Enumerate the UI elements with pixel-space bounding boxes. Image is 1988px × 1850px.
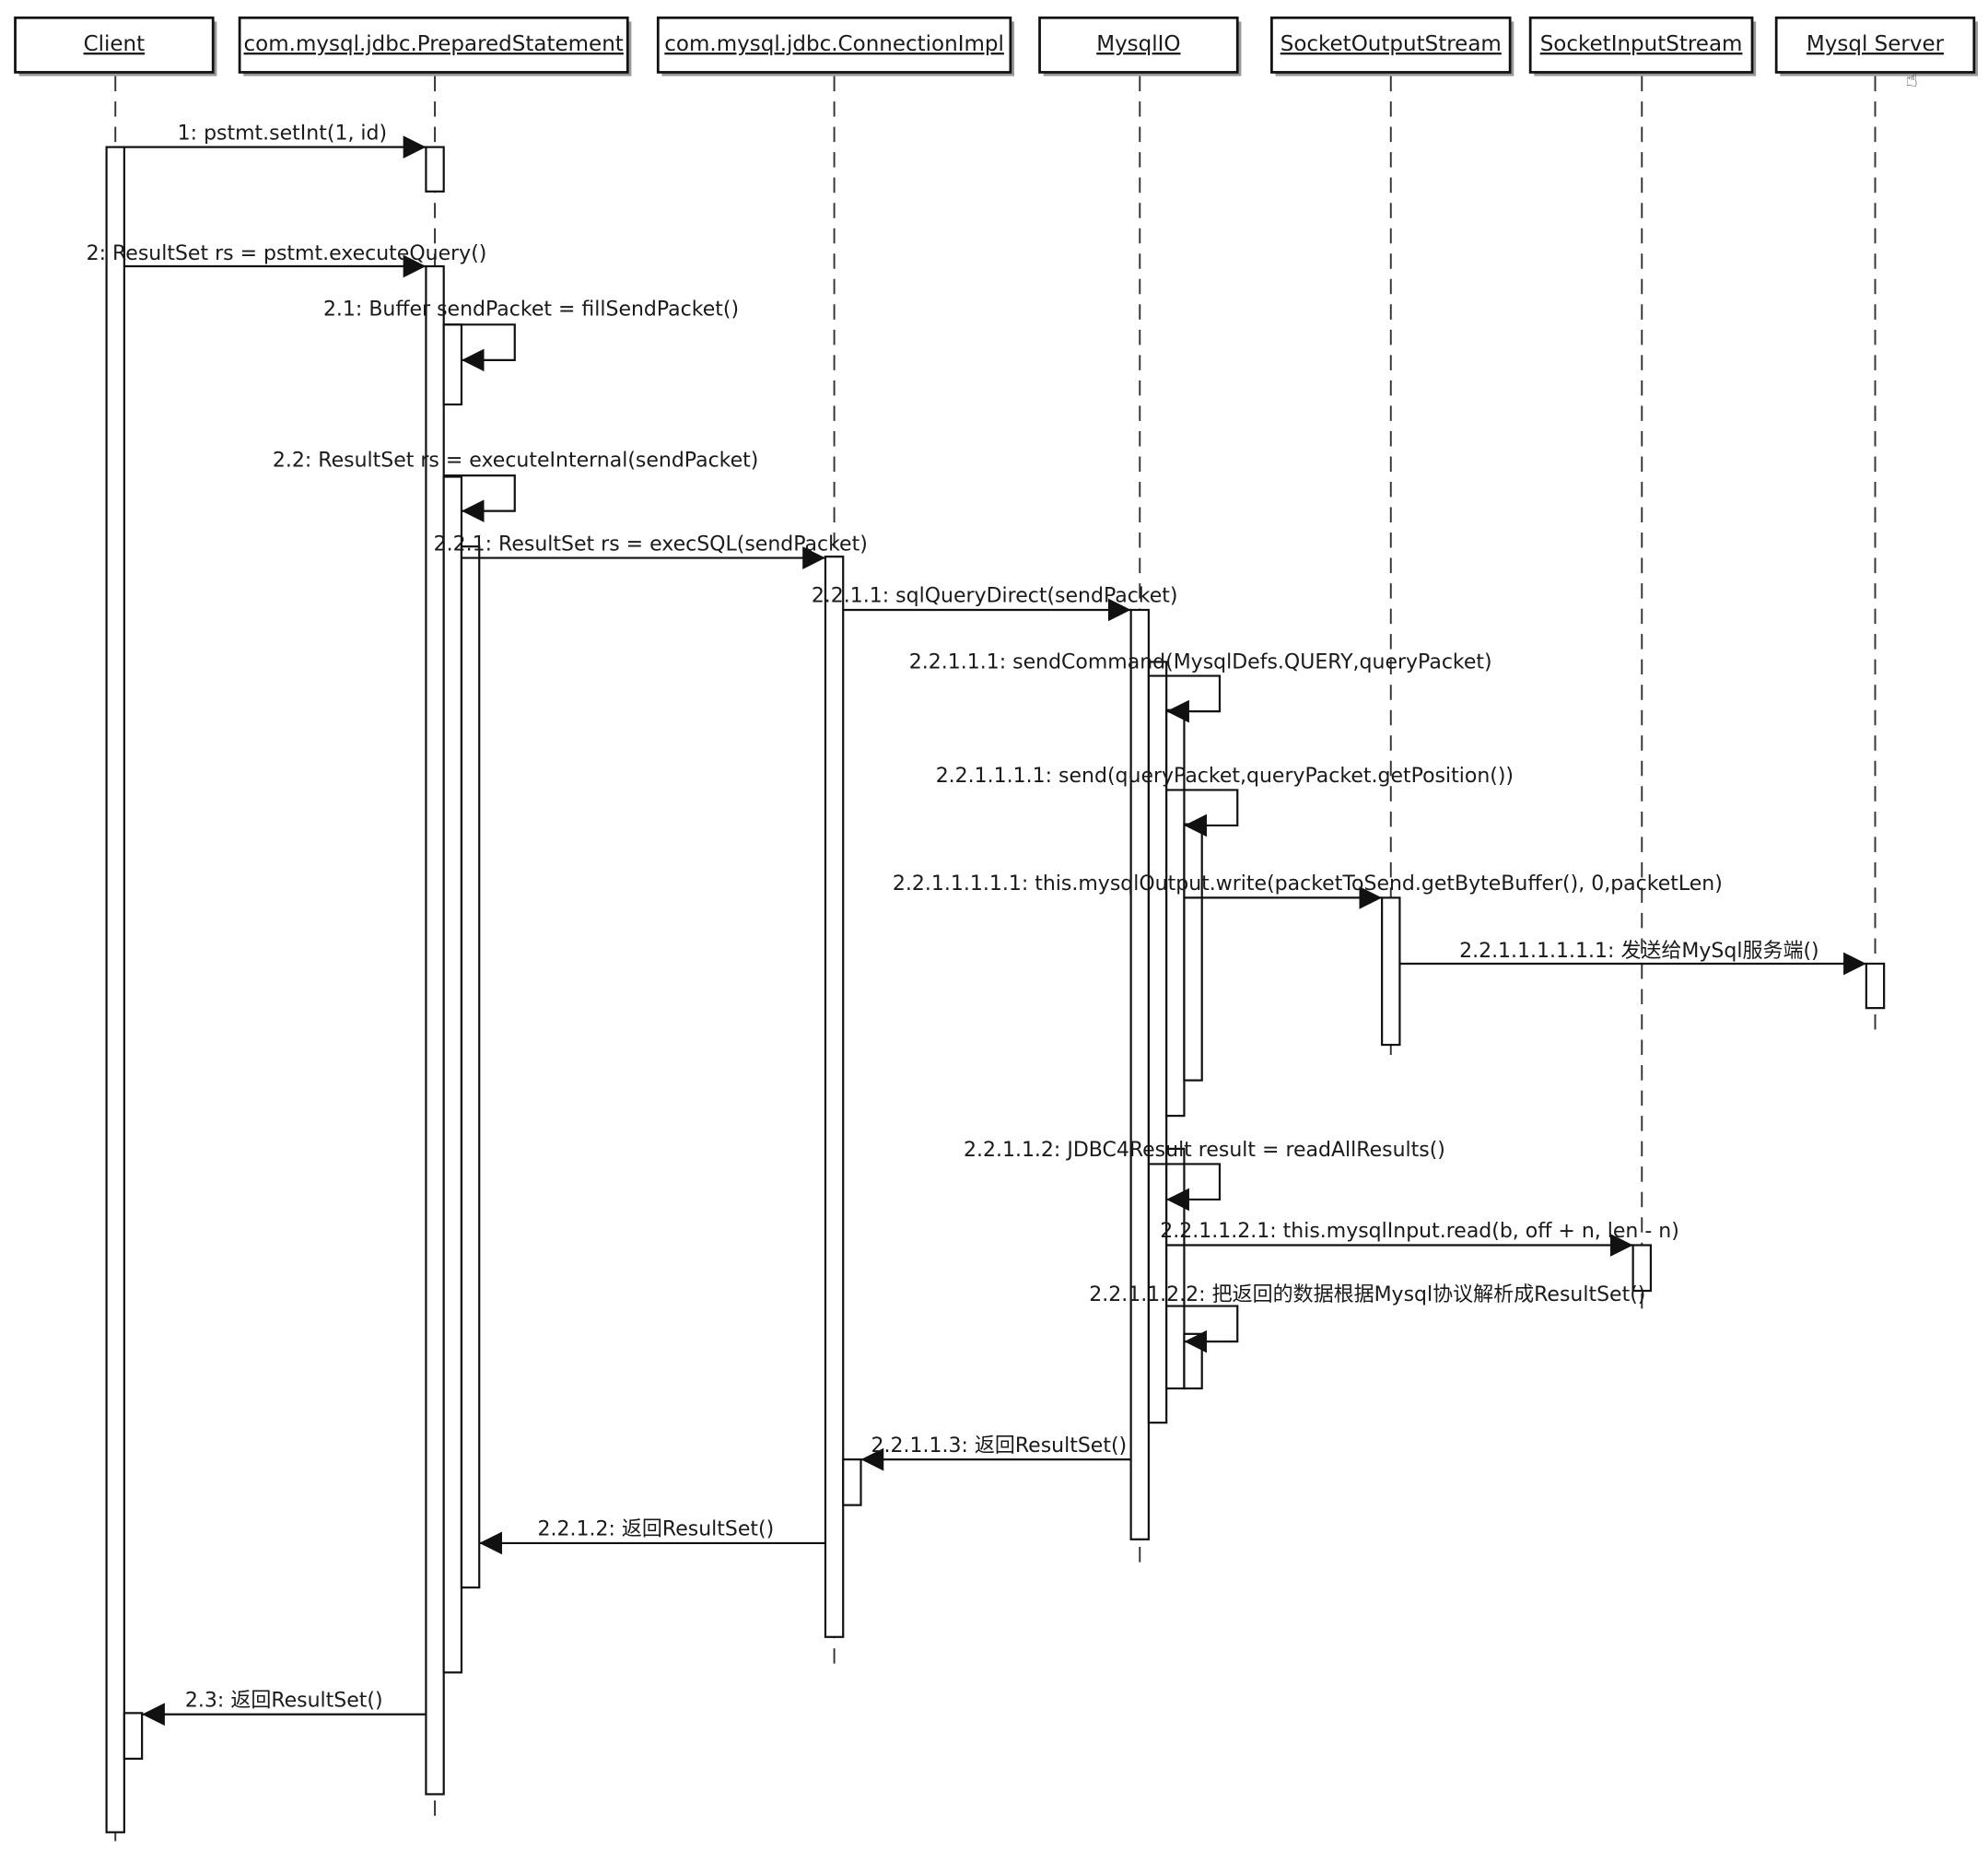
message-label: 2.2.1.1.1: sendCommand(MysqlDefs.QUERY,q… — [909, 650, 1492, 673]
message-6: 2.2.1.1: sqlQueryDirect(sendPacket) — [812, 585, 1178, 622]
activation-bar — [1165, 1147, 1186, 1390]
activation-bar — [824, 556, 845, 1638]
message-label: 2.1: Buffer sendPacket = fillSendPacket(… — [323, 299, 739, 322]
message-5: 2.2.1: ResultSet rs = execSQL(sendPacket… — [434, 533, 868, 569]
activation-bar — [425, 264, 445, 1796]
participant-sos: SocketOutputStream — [1270, 16, 1514, 76]
activation-bar — [123, 1712, 144, 1760]
message-label: 2.2: ResultSet rs = executeInternal(send… — [273, 449, 758, 472]
participant-sis: SocketInputStream — [1528, 16, 1757, 76]
message-9: 2.2.1.1.1.1.1: this.mysqlOutput.write(pa… — [893, 872, 1723, 909]
activation-bar — [1183, 823, 1203, 1082]
participant-headers: Client com.mysql.jdbc.PreparedStatement co… — [14, 16, 1978, 92]
message-15: 2.2.1.2: 返回ResultSet() — [479, 1518, 825, 1555]
message-label: 2.2.1.1.2.1: this.mysqlInput.read(b, off… — [1160, 1220, 1679, 1243]
participant-ps: com.mysql.jdbc.PreparedStatement — [238, 16, 632, 76]
participant-name: Mysql Server — [1807, 32, 1945, 56]
participant-name: MysqlIO — [1096, 32, 1180, 56]
message-13: 2.2.1.1.2.2: 把返回的数据根据Mysql协议解析成ResultSet… — [1089, 1283, 1645, 1353]
message-12: 2.2.1.1.2.1: this.mysqlInput.read(b, off… — [1160, 1220, 1679, 1257]
message-7: 2.2.1.1.1: sendCommand(MysqlDefs.QUERY,q… — [909, 650, 1492, 723]
participant-conn: com.mysql.jdbc.ConnectionImpl — [656, 16, 1015, 76]
activation-bar — [425, 146, 445, 193]
participant-srv: Mysql Server — [1774, 16, 1978, 76]
message-8: 2.2.1.1.1.1: send(queryPacket,queryPacke… — [936, 765, 1514, 837]
message-label: 2.2.1.1.2: JDBC4Result result = readAllR… — [964, 1139, 1445, 1162]
message-label: 2.3: 返回ResultSet() — [185, 1689, 383, 1712]
message-label: 2.2.1.1.1.1.1.1: 发送给MySql服务端() — [1459, 940, 1819, 963]
activation-bar — [442, 475, 463, 1674]
participant-name: SocketOutputStream — [1281, 32, 1502, 56]
activation-bar — [442, 323, 463, 406]
self-message-arrow — [1148, 1163, 1222, 1212]
message-label: 2.2.1.1.1.1.1: this.mysqlOutput.write(pa… — [893, 872, 1723, 896]
self-message-arrow — [443, 474, 516, 523]
participant-name: SocketInputStream — [1540, 32, 1743, 56]
message-label: 2.2.1: ResultSet rs = execSQL(sendPacket… — [434, 533, 868, 556]
activation-bar — [1631, 1244, 1653, 1293]
activation-bars — [105, 146, 1886, 1833]
message-16: 2.3: 返回ResultSet() — [142, 1689, 427, 1727]
message-label: 2.2.1.1.1.1: send(queryPacket,queryPacke… — [936, 765, 1514, 788]
message-label: 1: pstmt.setInt(1, id) — [178, 122, 387, 145]
activation-bar — [1865, 962, 1886, 1010]
message-label: 2.2.1.1.3: 返回ResultSet() — [871, 1434, 1128, 1458]
activation-bar — [1381, 896, 1401, 1047]
message-10: 2.2.1.1.1.1.1.1: 发送给MySql服务端() — [1399, 940, 1866, 976]
message-2: 2: ResultSet rs = pstmt.executeQuery() — [87, 242, 487, 278]
activation-bar — [1129, 608, 1151, 1540]
self-message-arrow — [1166, 1305, 1239, 1353]
self-message-arrow — [443, 323, 516, 372]
message-label: 2.2.1.1.2.2: 把返回的数据根据Mysql协议解析成ResultSet… — [1089, 1283, 1645, 1306]
participant-name: Client — [84, 32, 146, 56]
message-14: 2.2.1.1.3: 返回ResultSet() — [860, 1434, 1131, 1471]
message-label: 2.2.1.1: sqlQueryDirect(sendPacket) — [812, 585, 1178, 608]
message-11: 2.2.1.1.2: JDBC4Result result = readAllR… — [964, 1139, 1445, 1212]
hand-cursor-icon: ☝ — [1906, 69, 1918, 92]
self-message-arrow — [1166, 789, 1239, 837]
message-4: 2.2: ResultSet rs = executeInternal(send… — [273, 449, 758, 523]
activation-bar — [842, 1458, 862, 1506]
participant-name: com.mysql.jdbc.ConnectionImpl — [664, 32, 1004, 56]
message-1: 1: pstmt.setInt(1, id) — [123, 122, 427, 159]
participant-client: Client — [14, 16, 217, 76]
message-label: 2: ResultSet rs = pstmt.executeQuery() — [87, 242, 487, 265]
activation-bar — [460, 545, 481, 1589]
participant-io: MysqlIO — [1038, 16, 1242, 76]
participant-name: com.mysql.jdbc.PreparedStatement — [244, 32, 624, 56]
activation-bar — [105, 146, 125, 1833]
message-3: 2.1: Buffer sendPacket = fillSendPacket(… — [323, 299, 739, 372]
self-message-arrow — [1148, 674, 1222, 723]
message-label: 2.2.1.2: 返回ResultSet() — [538, 1518, 775, 1541]
messages: 1: pstmt.setInt(1, id) 2: ResultSet rs = … — [87, 122, 1866, 1727]
